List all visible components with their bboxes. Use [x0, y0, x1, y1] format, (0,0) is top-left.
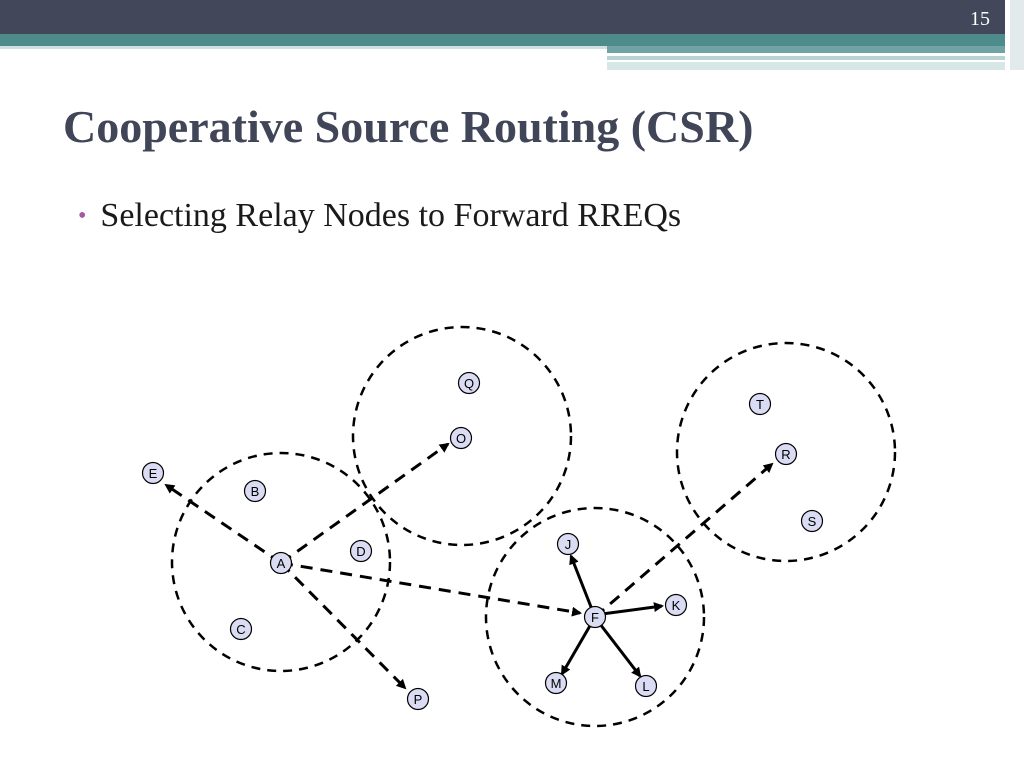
header-accent-band: [0, 34, 1005, 46]
node-d-label: D: [356, 544, 365, 559]
node-d: D: [349, 539, 373, 563]
node-b-label: B: [251, 484, 260, 499]
node-s-label: S: [808, 514, 817, 529]
arrow-a-to-f: [280, 561, 582, 617]
node-q: Q: [457, 371, 481, 395]
node-f: F: [583, 605, 607, 629]
node-a: A: [269, 551, 293, 575]
arrow-f-to-l: [598, 623, 642, 678]
arrow-f-to-j: [569, 554, 595, 613]
header-edge-divider: [1005, 0, 1010, 70]
node-j: J: [556, 532, 580, 556]
node-m: M: [544, 671, 568, 695]
node-p-label: P: [414, 692, 423, 707]
node-k-label: K: [672, 598, 681, 613]
header-accent-line: [0, 46, 607, 49]
node-m-label: M: [551, 676, 562, 691]
header-bar: [0, 0, 1024, 34]
node-b: B: [243, 479, 267, 503]
node-c-label: C: [236, 622, 245, 637]
node-f-label: F: [591, 610, 599, 625]
node-l: L: [634, 674, 658, 698]
node-e: E: [141, 461, 165, 485]
slide-title: Cooperative Source Routing (CSR): [63, 101, 754, 152]
arrow-a-to-p: [279, 561, 407, 690]
arrow-f-to-k: [601, 602, 664, 616]
header-accent-band-secondary: [607, 46, 1005, 53]
node-e-label: E: [149, 466, 158, 481]
arrow-a-to-e: [164, 483, 282, 565]
range-circle-r: [675, 341, 897, 563]
range-circle-o: [351, 325, 573, 547]
header-accent-band-light: [607, 62, 1005, 70]
node-t: T: [748, 392, 772, 416]
node-r: R: [774, 442, 798, 466]
slide-number: 15: [970, 8, 990, 30]
arrow-f-to-m: [560, 623, 593, 676]
node-t-label: T: [756, 397, 764, 412]
bullet-item: • Selecting Relay Nodes to Forward RREQs: [78, 197, 681, 235]
arrow-a-to-o: [280, 442, 450, 565]
node-k: K: [664, 593, 688, 617]
node-a-label: A: [277, 556, 286, 571]
range-circle-a: [170, 451, 392, 673]
node-l-label: L: [642, 679, 649, 694]
node-c: C: [229, 617, 253, 641]
bullet-text: Selecting Relay Nodes to Forward RREQs: [100, 197, 682, 234]
node-r-label: R: [781, 447, 790, 462]
node-j-label: J: [565, 537, 572, 552]
node-q-label: Q: [464, 376, 474, 391]
bullet-dot-icon: •: [78, 203, 87, 229]
node-s: S: [800, 509, 824, 533]
node-p: P: [406, 687, 430, 711]
range-circle-f: [484, 506, 706, 728]
node-o: O: [449, 426, 473, 450]
node-o-label: O: [456, 431, 466, 446]
header-accent-line-light: [607, 56, 1005, 60]
